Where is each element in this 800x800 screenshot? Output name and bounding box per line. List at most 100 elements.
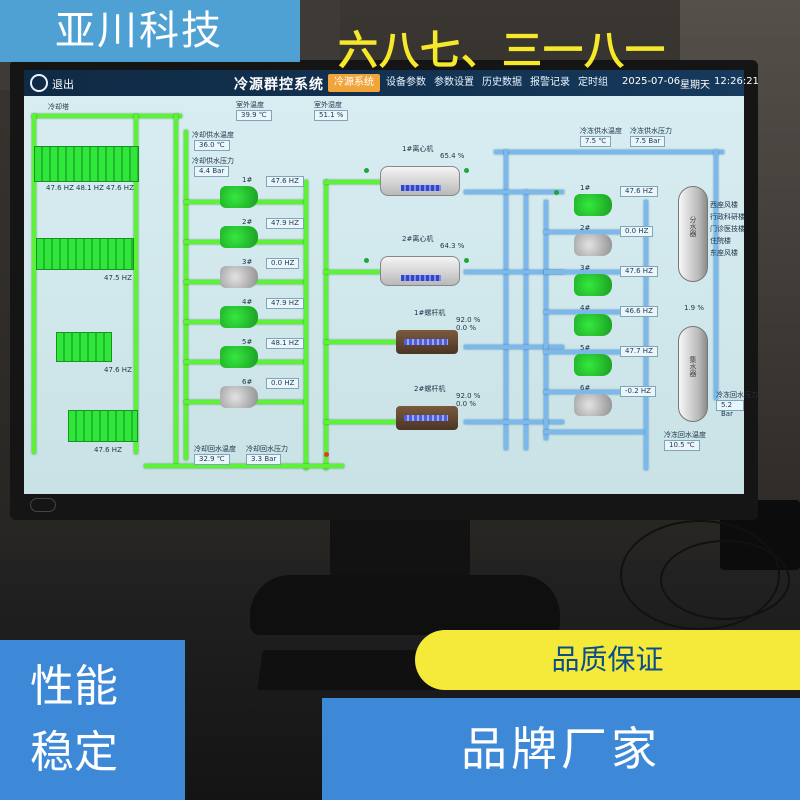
- chilled-pipe: [544, 270, 644, 274]
- valve-indicator: [324, 452, 329, 457]
- cooling-pump-3[interactable]: [220, 266, 258, 288]
- pump-id: 1#: [580, 184, 591, 192]
- supply-manifold: [678, 186, 708, 282]
- phone-slogan: 六八七、三一八一: [338, 28, 666, 74]
- cooling-tower-label: 冷却塔: [48, 103, 69, 111]
- branch-label: 门诊医技楼: [710, 225, 745, 233]
- cooling-pump-5[interactable]: [220, 346, 258, 368]
- screw-chiller-1[interactable]: [396, 330, 458, 354]
- outdoor-humidity-value: 51.1 %: [314, 110, 349, 121]
- centrifugal-chiller-2[interactable]: [380, 256, 460, 286]
- valve-indicator: [554, 190, 559, 195]
- cooling-pump-1[interactable]: [220, 186, 258, 208]
- tab-device-params[interactable]: 设备参数: [386, 77, 426, 88]
- date-display: 2025-07-06: [622, 76, 681, 87]
- chilled-pipe: [504, 150, 508, 450]
- branch-label: 行政科研楼: [710, 213, 745, 221]
- feature-line-2: 稳定: [30, 727, 118, 778]
- pump-freq: 48.1 HZ: [266, 338, 304, 349]
- centrifugal-chiller-1[interactable]: [380, 166, 460, 196]
- pump-freq: 46.6 HZ: [620, 306, 658, 317]
- power-icon[interactable]: [30, 74, 48, 92]
- chilled-pipe: [544, 310, 644, 314]
- tab-alarms[interactable]: 报警记录: [530, 77, 570, 88]
- pump-freq: 0.0 HZ: [620, 226, 654, 237]
- cooling-tower-4: [68, 410, 138, 442]
- pump-freq: 47.9 HZ: [266, 218, 304, 229]
- tab-param-settings[interactable]: 参数设置: [434, 77, 474, 88]
- pump-freq: 0.0 HZ: [266, 378, 300, 389]
- cooling-pipe: [324, 270, 404, 274]
- cooling-pipe: [324, 180, 404, 184]
- chilled-pump-6[interactable]: [574, 394, 612, 416]
- chilled-pipe: [464, 190, 564, 194]
- branch-label: 东座风楼: [710, 249, 738, 257]
- valve-indicator: [464, 168, 469, 173]
- chilled-pipe: [524, 190, 528, 450]
- cooling-pipe: [324, 180, 328, 470]
- cooling-pipe: [134, 114, 138, 454]
- branch-label: 西座风楼: [710, 201, 738, 209]
- chilled-pipe: [494, 150, 724, 154]
- chiller-load: 92.0 %: [456, 316, 481, 324]
- cooling-pipe: [324, 420, 404, 424]
- exit-button[interactable]: 退出: [52, 78, 74, 91]
- pump-id: 5#: [242, 338, 253, 346]
- tab-cold-source[interactable]: 冷源系统: [328, 74, 380, 92]
- tower-freq: 47.6 HZ: [94, 446, 122, 454]
- pump-id: 3#: [580, 264, 591, 272]
- return-manifold: [678, 326, 708, 422]
- cooling-return-pressure-label: 冷却回水压力: [246, 445, 288, 453]
- pump-id: 2#: [580, 224, 591, 232]
- chilled-supply-temp-label: 冷冻供水温度: [580, 127, 622, 135]
- quality-pill: 品质保证: [415, 630, 800, 690]
- pump-id: 6#: [242, 378, 253, 386]
- chiller-name: 1#离心机: [402, 145, 434, 153]
- outdoor-humidity-label: 室外湿度: [314, 101, 342, 109]
- tab-history[interactable]: 历史数据: [482, 77, 522, 88]
- pump-freq: 47.9 HZ: [266, 298, 304, 309]
- monitor-stand-base: [250, 575, 560, 635]
- bypass-opening: 1.9 %: [684, 304, 705, 312]
- weekday-display: 星期天: [680, 80, 710, 91]
- feature-tile: 性能 稳定: [0, 640, 185, 800]
- tab-timer-groups[interactable]: 定时组: [578, 77, 608, 88]
- pump-freq: 0.0 HZ: [266, 258, 300, 269]
- screw-chiller-2[interactable]: [396, 406, 458, 430]
- cooling-supply-pressure-label: 冷却供水压力: [192, 157, 234, 165]
- cooling-pipe: [144, 464, 344, 468]
- cooling-supply-temp: 36.0 ℃: [194, 140, 230, 151]
- chilled-pipe: [544, 230, 644, 234]
- return-manifold-label: 集水器: [689, 356, 697, 377]
- cooling-pump-4[interactable]: [220, 306, 258, 328]
- chilled-pump-2[interactable]: [574, 234, 612, 256]
- chilled-supply-temp: 7.5 ℃: [580, 136, 612, 147]
- chiller-load-2: 0.0 %: [456, 400, 477, 408]
- cooling-pump-6[interactable]: [220, 386, 258, 408]
- pump-id: 3#: [242, 258, 253, 266]
- tower-freq: 47.6 HZ: [106, 184, 134, 192]
- chilled-pump-3[interactable]: [574, 274, 612, 296]
- pump-freq: 47.7 HZ: [620, 346, 658, 357]
- cooling-pipe: [32, 114, 182, 118]
- tower-freq: 48.1 HZ: [76, 184, 104, 192]
- chilled-pump-5[interactable]: [574, 354, 612, 376]
- monitor-logo: [30, 498, 56, 512]
- chilled-pump-1[interactable]: [574, 194, 612, 216]
- cooling-pump-2[interactable]: [220, 226, 258, 248]
- cooling-pipe: [32, 114, 36, 454]
- cooling-supply-pressure: 4.4 Bar: [194, 166, 230, 177]
- hmi-screen: 退出 冷源群控系统 冷源系统 设备参数 参数设置 历史数据 报警记录 定时组 2…: [24, 70, 759, 494]
- pump-id: 4#: [580, 304, 591, 312]
- chilled-pipe: [544, 430, 644, 434]
- brand-band: 品牌厂家: [322, 698, 800, 800]
- chilled-pump-4[interactable]: [574, 314, 612, 336]
- chilled-pipe: [714, 150, 718, 400]
- outdoor-temp-value: 39.9 ℃: [236, 110, 272, 121]
- pump-id: 4#: [242, 298, 253, 306]
- chilled-pipe: [464, 420, 564, 424]
- valve-indicator: [364, 168, 369, 173]
- tower-freq: 47.6 HZ: [46, 184, 74, 192]
- chilled-supply-pressure: 7.5 Bar: [630, 136, 666, 147]
- chilled-return-pressure: 5.2 Bar: [716, 400, 744, 418]
